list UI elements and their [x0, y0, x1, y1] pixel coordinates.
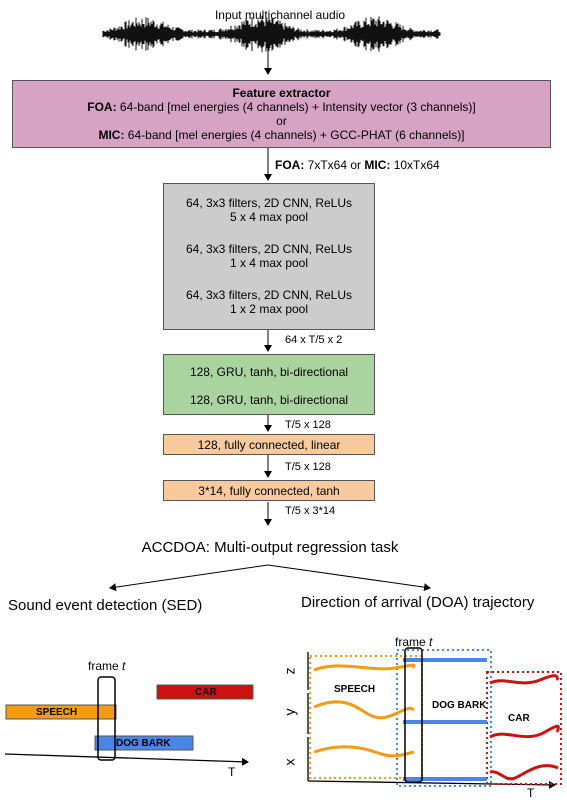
sed-speech-bar	[5, 704, 117, 720]
fe-output-mic-prefix: MIC:	[364, 158, 391, 172]
fc1-block: 128, fully connected, linear	[163, 434, 375, 455]
fe-output-foa-prefix: FOA:	[275, 158, 305, 172]
doa-car-z-curve	[489, 674, 560, 685]
cnn-block: 64, 3x3 filters, 2D CNN, ReLUs 5 x 4 max…	[163, 183, 375, 330]
feature-extractor-foa: FOA: 64-band [mel energies (4 channels) …	[13, 100, 550, 114]
sed-frame-marker	[97, 676, 116, 761]
gru-layer2: 128, GRU, tanh, bi-directional	[189, 393, 349, 407]
cnn-layer2-conv: 64, 3x3 filters, 2D CNN, ReLUs	[185, 242, 353, 256]
cnn-layer3-pool: 1 x 2 max pool	[229, 302, 309, 316]
arrow-task-to-doa	[267, 564, 431, 592]
doa-dog-bark-label: DOG BARK	[432, 700, 487, 711]
doa-car-x-curve	[489, 764, 559, 781]
fc1-label: 128, fully connected, linear	[197, 438, 341, 452]
doa-speech-z-curve	[313, 663, 416, 672]
doa-frame-label: frame t	[395, 635, 432, 649]
doa-dog-bark-region	[396, 649, 492, 787]
sed-frame-var: t	[122, 659, 126, 673]
cnn-layer2-pool: 1 x 4 max pool	[229, 256, 309, 270]
sed-car-bar	[156, 684, 254, 700]
mic-text: 64-band [mel energies (4 channels) + GCC…	[124, 128, 465, 142]
sed-dog-bark-bar	[94, 735, 194, 751]
audio-waveform	[102, 15, 441, 53]
foa-prefix: FOA:	[87, 100, 117, 114]
sed-frame-label: frame t	[88, 659, 125, 673]
sed-car-label: CAR	[195, 687, 217, 698]
mic-prefix: MIC:	[98, 128, 125, 142]
fe-output-mic-dim: 10xTx64	[390, 158, 440, 172]
foa-text: 64-band [mel energies (4 channels) + Int…	[116, 100, 476, 114]
doa-frame-text: frame	[395, 635, 430, 649]
sed-speech-label: SPEECH	[36, 707, 78, 718]
input-audio-label: Input multichannel audio	[214, 8, 346, 22]
sed-dog-bark-label: DOG BARK	[116, 738, 171, 749]
gru-layer1: 128, GRU, tanh, bi-directional	[189, 365, 349, 379]
doa-car-region	[486, 671, 562, 785]
fc2-label: 3*14, fully connected, tanh	[198, 484, 340, 498]
sed-title: Sound event detection (SED)	[8, 597, 203, 614]
cnn-layer1-conv: 64, 3x3 filters, 2D CNN, ReLUs	[185, 196, 353, 210]
gru-output-dims: T/5 x 128	[285, 419, 331, 431]
doa-frame-var: t	[429, 635, 433, 649]
doa-speech-region	[309, 655, 423, 779]
doa-car-label: CAR	[508, 713, 530, 724]
arrow-task-to-sed	[109, 564, 269, 592]
doa-frame-marker	[404, 647, 423, 783]
fc2-block: 3*14, fully connected, tanh	[163, 480, 375, 501]
fe-output-foa-dim: 7xTx64 or	[304, 158, 365, 172]
cnn-layer1-pool: 5 x 4 max pool	[229, 210, 309, 224]
doa-car-y-curve	[489, 724, 560, 739]
fe-output-dims: FOA: 7xTx64 or MIC: 10xTx64	[275, 159, 440, 172]
doa-speech-x-curve	[313, 745, 415, 758]
feature-extractor-block: Feature extractor FOA: 64-band [mel ener…	[12, 80, 551, 148]
feature-extractor-mic: MIC: 64-band [mel energies (4 channels) …	[13, 128, 550, 142]
fc2-output-dims: T/5 x 3*14	[285, 505, 336, 517]
doa-speech-y-curve	[313, 700, 415, 720]
doa-axis-x-label: x	[281, 758, 298, 766]
cnn-output-dims: 64 x T/5 x 2	[285, 334, 343, 346]
doa-speech-label: SPEECH	[334, 684, 376, 695]
feature-extractor-title: Feature extractor	[232, 86, 331, 100]
sed-frame-text: frame	[88, 659, 123, 673]
sed-plot	[4, 676, 254, 766]
waveform-path	[102, 15, 441, 53]
doa-time-axis	[307, 780, 556, 789]
sed-time-label: T	[228, 765, 236, 779]
sed-time-axis	[4, 753, 249, 766]
doa-time-label: T	[527, 786, 535, 800]
cnn-layer3-conv: 64, 3x3 filters, 2D CNN, ReLUs	[185, 288, 353, 302]
gru-block: 128, GRU, tanh, bi-directional 128, GRU,…	[163, 354, 375, 415]
doa-plot	[307, 647, 562, 789]
feature-extractor-or: or	[276, 114, 287, 128]
doa-axis-y-label: y	[281, 708, 298, 716]
doa-axis-z-label: z	[281, 667, 298, 675]
fc1-output-dims: T/5 x 128	[285, 461, 331, 473]
doa-title: Direction of arrival (DOA) trajectory	[301, 594, 535, 611]
task-title: ACCDOA: Multi-output regression task	[141, 539, 399, 556]
